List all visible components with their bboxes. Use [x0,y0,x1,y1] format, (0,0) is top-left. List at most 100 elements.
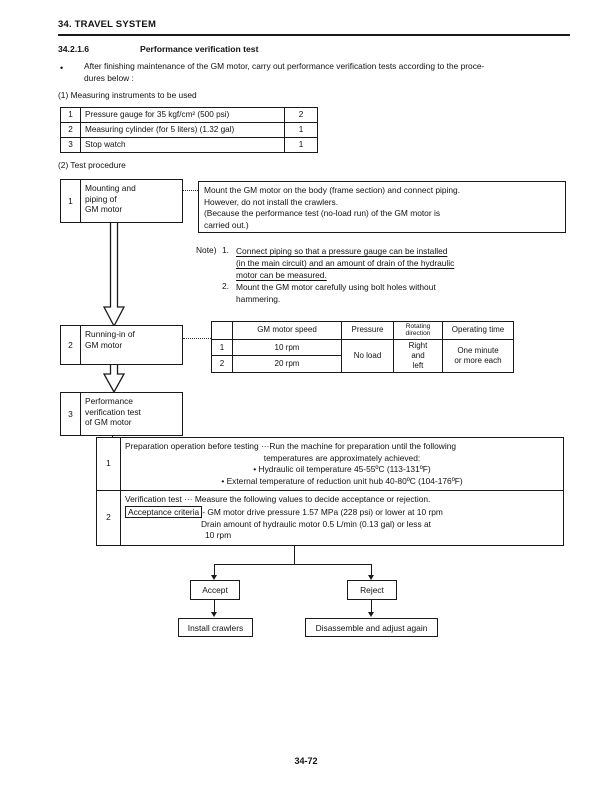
note-item-2-line-2: hammering. [236,294,281,304]
rotating-header-line-2: direction [405,330,431,338]
criteria-line-1: - GM motor drive pressure 1.57 MPa (228 … [202,506,443,517]
row-no: 2 [211,355,233,373]
criteria-line-3: 10 rpm [205,530,232,541]
note-item-1-line-1: Connect piping so that a pressure gauge … [236,246,448,256]
instrument-no: 2 [60,122,81,138]
subsection-label-1: (1) Measuring instruments to be used [58,90,197,100]
description-line-2: However, do not install the crawlers. [204,196,339,207]
reject-outcome-box: Reject [347,580,397,600]
connector-reject-down [371,600,373,612]
row-speed: 20 rpm [232,355,342,373]
rotating-value-line-2: and [411,350,425,360]
prep-line-1: Preparation operation before testing ···… [125,441,457,451]
step-3-line-3: of GM motor [85,417,132,427]
prep-line-3: • Hydraulic oil temperature 45-55ºC (113… [253,464,431,475]
table-row: 2 Verification test ··· Measure the foll… [96,490,564,546]
install-crawlers-box: Install crawlers [178,618,253,637]
operating-time-line-2: or more each [454,355,502,365]
col-header-speed: GM motor speed [232,321,342,340]
instrument-name: Pressure gauge for 35 kgf/cm² (500 psi) [80,107,285,123]
header-rule [58,34,570,36]
rotating-value-line-1: Right [408,340,428,350]
running-in-parameters-table: GM motor speed Pressure Rotating directi… [211,321,514,373]
connector-accept-down [214,600,216,612]
section-title: Performance verification test [140,44,259,54]
step-1-line-2: piping of [85,193,117,204]
rotating-direction-value: Right and left [393,338,443,373]
table-row: 2 Measuring cylinder (for 5 liters) (1.3… [60,122,318,138]
operating-time-line-1: One minute [457,345,499,355]
note-item-2-number: 2. [222,281,229,291]
arrow-to-accept [211,575,217,580]
install-crawlers-label: Install crawlers [187,622,244,633]
note-label: Note) [196,245,217,255]
col-header-no [211,321,233,340]
step-3-number: 3 [61,393,81,435]
leader-line-step-1 [183,190,198,191]
arrow-to-disassemble [368,612,374,617]
rotating-value-line-3: left [412,360,424,370]
instrument-name: Measuring cylinder (for 5 liters) (1.32 … [80,122,285,138]
verification-line-1: Verification test ··· Measure the follow… [125,494,431,505]
prep-line-4: • External temperature of reduction unit… [221,475,463,486]
step-1-label: Mounting and piping of GM motor [80,180,182,222]
instrument-qty: 2 [284,107,318,123]
arrow-to-install-crawlers [211,612,217,617]
operating-time-value: One minute or more each [442,338,514,373]
instrument-qty: 1 [284,137,318,153]
measuring-instruments-table: 1 Pressure gauge for 35 kgf/cm² (500 psi… [60,107,318,153]
criteria-line-2: Drain amount of hydraulic motor 0.5 L/mi… [201,518,431,529]
table-row: 2 20 rpm [211,355,514,373]
detail-row-2-content: Verification test ··· Measure the follow… [120,490,564,546]
description-line-4: carried out.) [204,219,249,230]
description-line-3: (Because the performance test (no-load r… [204,208,441,219]
prep-line-2: temperatures are approximately achieved: [263,452,421,463]
table-row: 3 Stop watch 1 [60,137,318,153]
step-2-number: 2 [61,326,81,364]
intro-line-2: dures below : [84,73,134,83]
col-header-operating-time: Operating time [442,321,514,340]
instrument-qty: 1 [284,122,318,138]
note-item-1-line-3: motor can be measured. [236,270,327,280]
flow-arrow-step-2-to-3 [102,365,126,393]
branch-right-drop [371,564,373,576]
branch-bar [214,564,372,566]
leader-line-step-2 [183,338,211,339]
flow-step-3-box: 3 Performance verification test of GM mo… [60,392,183,436]
table-row: 1 Preparation operation before testing ·… [96,436,564,492]
detail-row-1-content: Preparation operation before testing ···… [120,436,564,492]
note-item-2-line-1: Mount the GM motor carefully using bolt … [236,282,436,292]
flow-arrow-step-1-to-2 [102,223,126,327]
row-speed: 10 rpm [232,338,342,357]
arrow-to-reject [368,575,374,580]
table-row: 1 Pressure gauge for 35 kgf/cm² (500 psi… [60,107,318,123]
step-2-label: Running-in of GM motor [80,326,182,364]
col-header-rotating-direction: Rotating direction [393,321,443,340]
flow-step-2-box: 2 Running-in of GM motor [60,325,183,365]
description-line-1: Mount the GM motor on the body (frame se… [204,185,461,195]
instrument-name: Stop watch [80,137,285,153]
table-row: 1 10 rpm No load Right and left One minu… [211,338,514,373]
instrument-no: 3 [60,137,81,153]
table-header-row: GM motor speed Pressure Rotating directi… [211,321,514,340]
disassemble-box: Disassemble and adjust again [305,618,438,637]
section-number: 34.2.1.6 [58,44,90,54]
pressure-value: No load [341,338,394,373]
accept-outcome-box: Accept [190,580,240,600]
step-1-line-3: GM motor [85,204,123,214]
col-header-pressure: Pressure [341,321,394,340]
step-3-label: Performance verification test of GM moto… [80,393,182,435]
instrument-no: 1 [60,107,81,123]
detail-row-1-number: 1 [96,436,121,492]
subsection-label-2: (2) Test procedure [58,160,126,170]
verification-detail-table: 1 Preparation operation before testing ·… [96,436,564,546]
step-1-number: 1 [61,180,81,222]
note-item-1-line-2: (in the main circuit) and an amount of d… [236,258,455,268]
branch-left-drop [214,564,216,576]
page-header-title: 34. TRAVEL SYSTEM [58,19,157,30]
step-2-line-1: Running-in of [85,329,135,339]
bullet-marker: • [60,63,64,73]
step-1-line-1: Mounting and [85,183,136,193]
flow-step-1-box: 1 Mounting and piping of GM motor [60,179,183,223]
